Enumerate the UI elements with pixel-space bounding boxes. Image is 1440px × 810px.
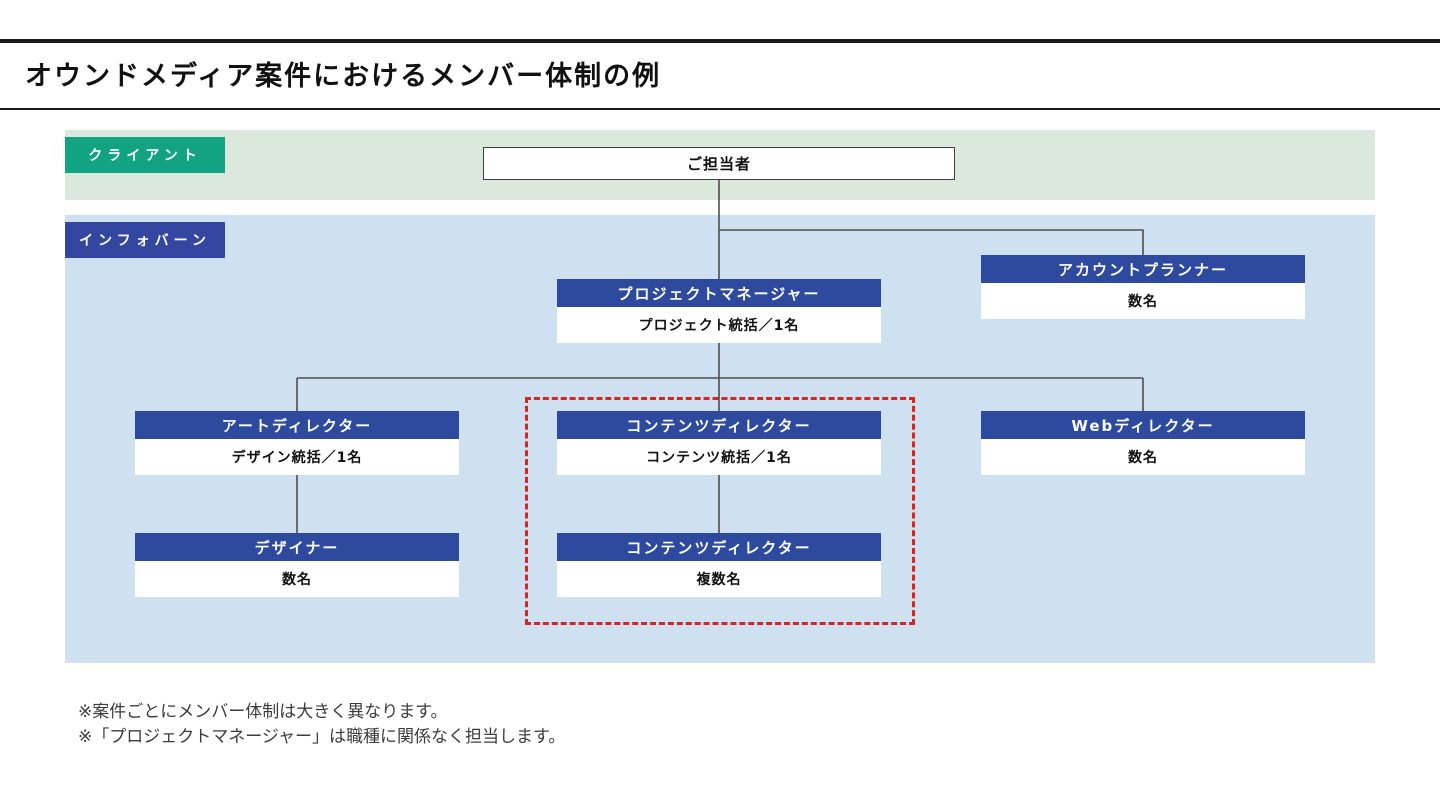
node-content-director-subtitle: コンテンツ統括／1名: [557, 439, 881, 475]
node-designer-subtitle: 数名: [135, 561, 459, 597]
node-content-director: コンテンツディレクター コンテンツ統括／1名: [557, 411, 881, 475]
node-web-director: Webディレクター 数名: [981, 411, 1305, 475]
highlight-dashed-box: [525, 397, 915, 625]
node-content-director-title: コンテンツディレクター: [557, 411, 881, 439]
node-account-planner: アカウントプランナー 数名: [981, 255, 1305, 319]
node-designer: デザイナー 数名: [135, 533, 459, 597]
node-designer-title: デザイナー: [135, 533, 459, 561]
title-rule-top: [0, 39, 1440, 43]
node-client-contact: ご担当者: [483, 147, 955, 180]
title-rule-bottom: [0, 108, 1440, 110]
node-art-director-title: アートディレクター: [135, 411, 459, 439]
node-project-manager: プロジェクトマネージャー プロジェクト統括／1名: [557, 279, 881, 343]
node-art-director: アートディレクター デザイン統括／1名: [135, 411, 459, 475]
node-content-director-members: コンテンツディレクター 複数名: [557, 533, 881, 597]
node-account-planner-title: アカウントプランナー: [981, 255, 1305, 283]
node-art-director-subtitle: デザイン統括／1名: [135, 439, 459, 475]
node-content-director-members-title: コンテンツディレクター: [557, 533, 881, 561]
node-project-manager-title: プロジェクトマネージャー: [557, 279, 881, 307]
node-web-director-subtitle: 数名: [981, 439, 1305, 475]
page-title: オウンドメディア案件におけるメンバー体制の例: [25, 61, 662, 92]
company-band-label: インフォバーン: [65, 222, 225, 258]
node-project-manager-subtitle: プロジェクト統括／1名: [557, 307, 881, 343]
footnote-1: ※案件ごとにメンバー体制は大きく異なります。: [78, 702, 448, 722]
footnote-2: ※「プロジェクトマネージャー」は職種に関係なく担当します。: [78, 727, 566, 747]
node-account-planner-subtitle: 数名: [981, 283, 1305, 319]
node-web-director-title: Webディレクター: [981, 411, 1305, 439]
connector-branch-to-account-planner: [719, 229, 1144, 255]
client-band-label: クライアント: [65, 137, 225, 173]
node-content-director-members-subtitle: 複数名: [557, 561, 881, 597]
footnotes: ※案件ごとにメンバー体制は大きく異なります。 ※「プロジェクトマネージャー」は職…: [78, 700, 565, 750]
